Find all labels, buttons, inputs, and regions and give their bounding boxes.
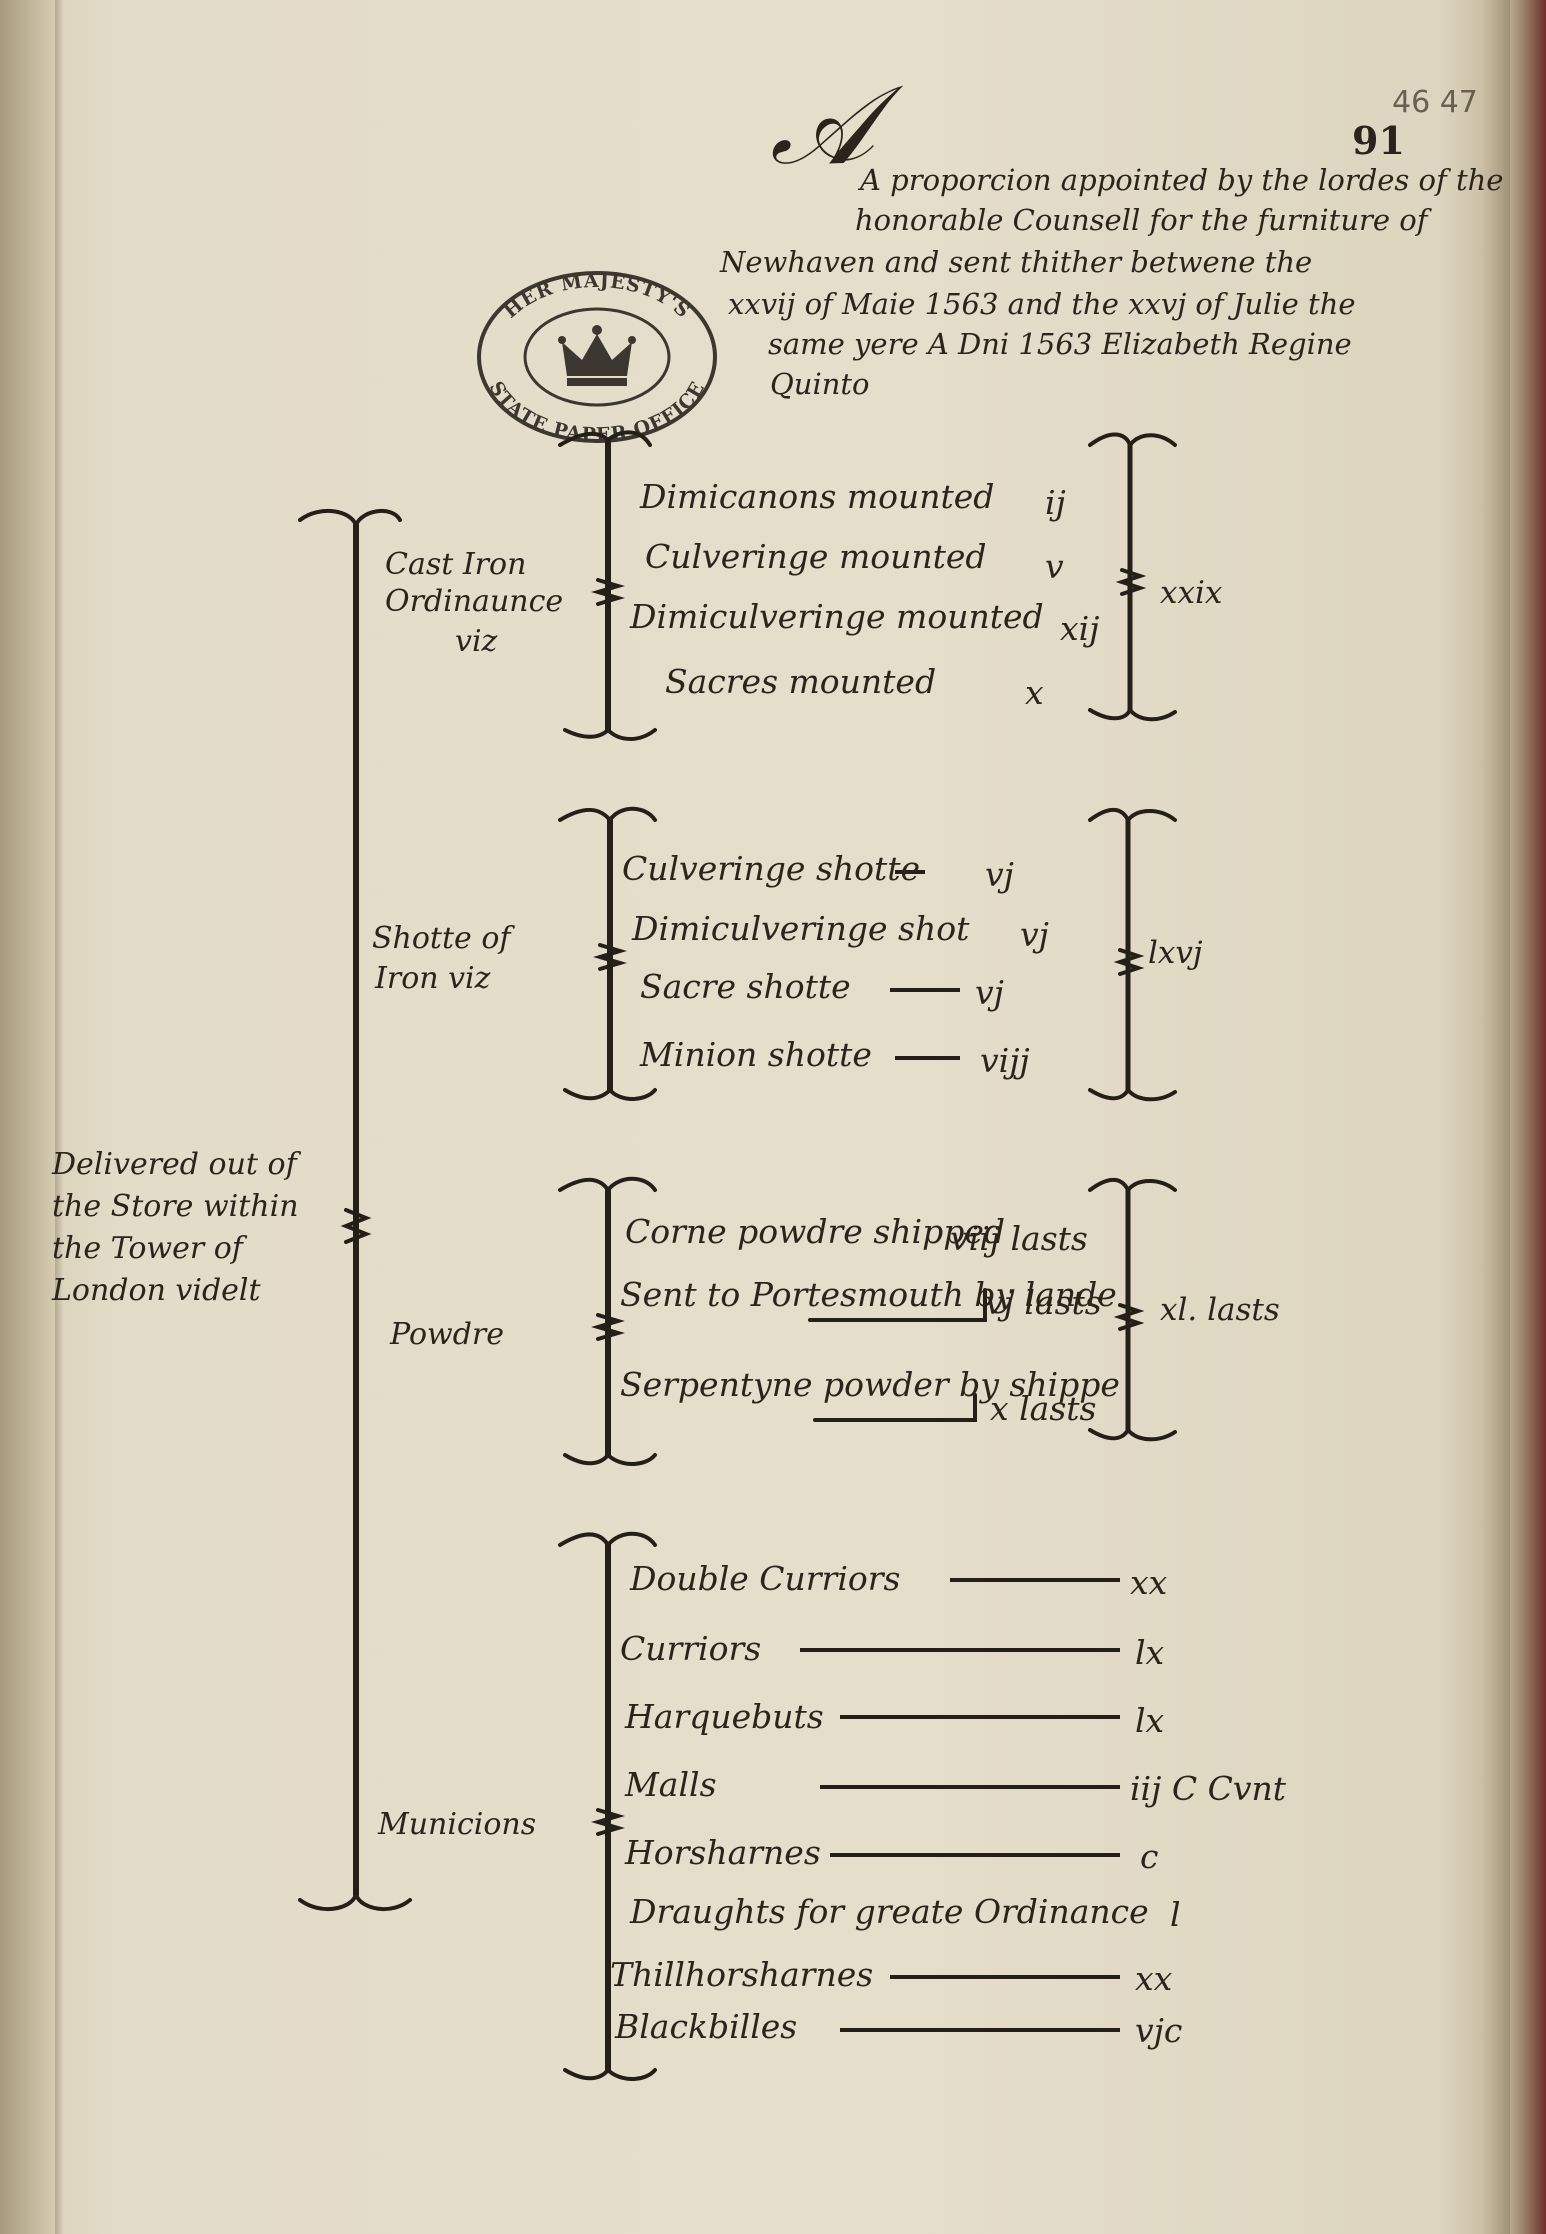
- section-category: Cast Iron: [385, 547, 527, 582]
- stamp-top-text: HER MAJESTY'S: [500, 270, 694, 323]
- item-label: Draughts for greate Ordinance: [630, 1892, 1149, 1931]
- item-label: Malls: [625, 1765, 717, 1804]
- main-label-line: the Store within: [52, 1189, 299, 1224]
- item-label: Curriors: [620, 1629, 762, 1668]
- main-brace: [298, 508, 412, 1912]
- item-qty: vjc: [1135, 2011, 1183, 2050]
- item-qty: vj: [1020, 915, 1049, 954]
- section-category: Municions: [378, 1807, 537, 1842]
- section-total: lxvj: [1148, 935, 1203, 971]
- folio-number-pencil: 46 47: [1392, 85, 1478, 120]
- item-label: Dimiculveringe mounted: [630, 597, 1044, 636]
- item-qty: viij lasts: [950, 1219, 1088, 1258]
- section-total: xl. lasts: [1160, 1292, 1280, 1328]
- item-qty: x: [1025, 673, 1044, 712]
- item-label: Sacres mounted: [665, 662, 937, 701]
- item-qty: vj: [975, 973, 1004, 1012]
- crown-emblem: [558, 325, 636, 386]
- item-label: Serpentyne powder by shippe: [620, 1365, 1120, 1404]
- item-label: Minion shotte: [640, 1035, 872, 1074]
- section-category: Ordinaunce: [385, 584, 564, 619]
- item-label: Sacre shotte: [640, 967, 851, 1006]
- item-qty: xij: [1060, 609, 1100, 648]
- title-line: A proporcion appointed by the lordes of …: [860, 163, 1504, 197]
- item-qty: lx: [1135, 1633, 1165, 1672]
- item-label: Dimicanons mounted: [640, 477, 995, 516]
- section-brace: [558, 1176, 1177, 1466]
- main-label-line: the Tower of: [52, 1231, 243, 1266]
- item-label: Sent to Portesmouth by lande: [620, 1275, 1117, 1314]
- svg-text:HER MAJESTY'S: HER MAJESTY'S: [500, 270, 695, 323]
- item-label: Culveringe shotte: [622, 849, 921, 888]
- item-qty: l: [1170, 1895, 1181, 1934]
- state-paper-office-stamp: HER MAJESTY'S STATE PAPER OFFICE: [477, 270, 717, 446]
- item-label: Culveringe mounted: [645, 537, 987, 576]
- folio-number: 91: [1352, 118, 1405, 163]
- item-qty: iij C Cvnt: [1130, 1769, 1286, 1808]
- section-brace: [558, 430, 1177, 741]
- title-line: Quinto: [770, 367, 870, 401]
- item-qty: v: [1045, 547, 1064, 586]
- item-qty: x lasts: [990, 1389, 1097, 1428]
- item-label: Thillhorsharnes: [610, 1955, 874, 1994]
- section-category: Powdre: [390, 1317, 505, 1352]
- item-qty: ij: [1045, 483, 1066, 522]
- item-label: Blackbilles: [615, 2007, 798, 2046]
- item-qty: vijj: [980, 1041, 1030, 1080]
- item-qty: c: [1140, 1837, 1159, 1876]
- title-line: Newhaven and sent thither betwene the: [720, 245, 1313, 279]
- section-total: xxix: [1160, 575, 1223, 611]
- title-line: same yere A Dni 1563 Elizabeth Regine: [768, 327, 1352, 361]
- leader-lines: [800, 870, 1120, 2032]
- item-qty: xx: [1130, 1563, 1168, 1602]
- title-line: honorable Counsell for the furniture of: [855, 203, 1428, 237]
- item-qty: vj lasts: [985, 1283, 1102, 1322]
- section-category: viz: [455, 624, 498, 659]
- item-label: Corne powdre shipped: [625, 1212, 1005, 1251]
- item-label: Horsharnes: [625, 1833, 821, 1872]
- item-label: Harquebuts: [625, 1697, 824, 1736]
- item-qty: xx: [1135, 1959, 1173, 1998]
- item-qty: lx: [1135, 1701, 1165, 1740]
- main-label-line: Delivered out of: [52, 1147, 297, 1182]
- item-qty: vj: [985, 855, 1014, 894]
- drop-cap-flourish: 𝒜: [770, 61, 875, 189]
- section-brace: [558, 1531, 657, 2081]
- title-line: xxvij of Maie 1563 and the xxvj of Julie…: [728, 287, 1356, 321]
- section-category: Shotte of: [372, 921, 511, 956]
- page-edge: [1480, 0, 1510, 2234]
- section-brace: [558, 806, 1177, 1102]
- page-gutter: [55, 0, 63, 2234]
- main-label-line: London videlt: [52, 1273, 261, 1308]
- item-label: Dimiculveringe shot: [632, 909, 970, 948]
- section-category: Iron viz: [375, 961, 491, 996]
- item-label: Double Curriors: [630, 1559, 901, 1598]
